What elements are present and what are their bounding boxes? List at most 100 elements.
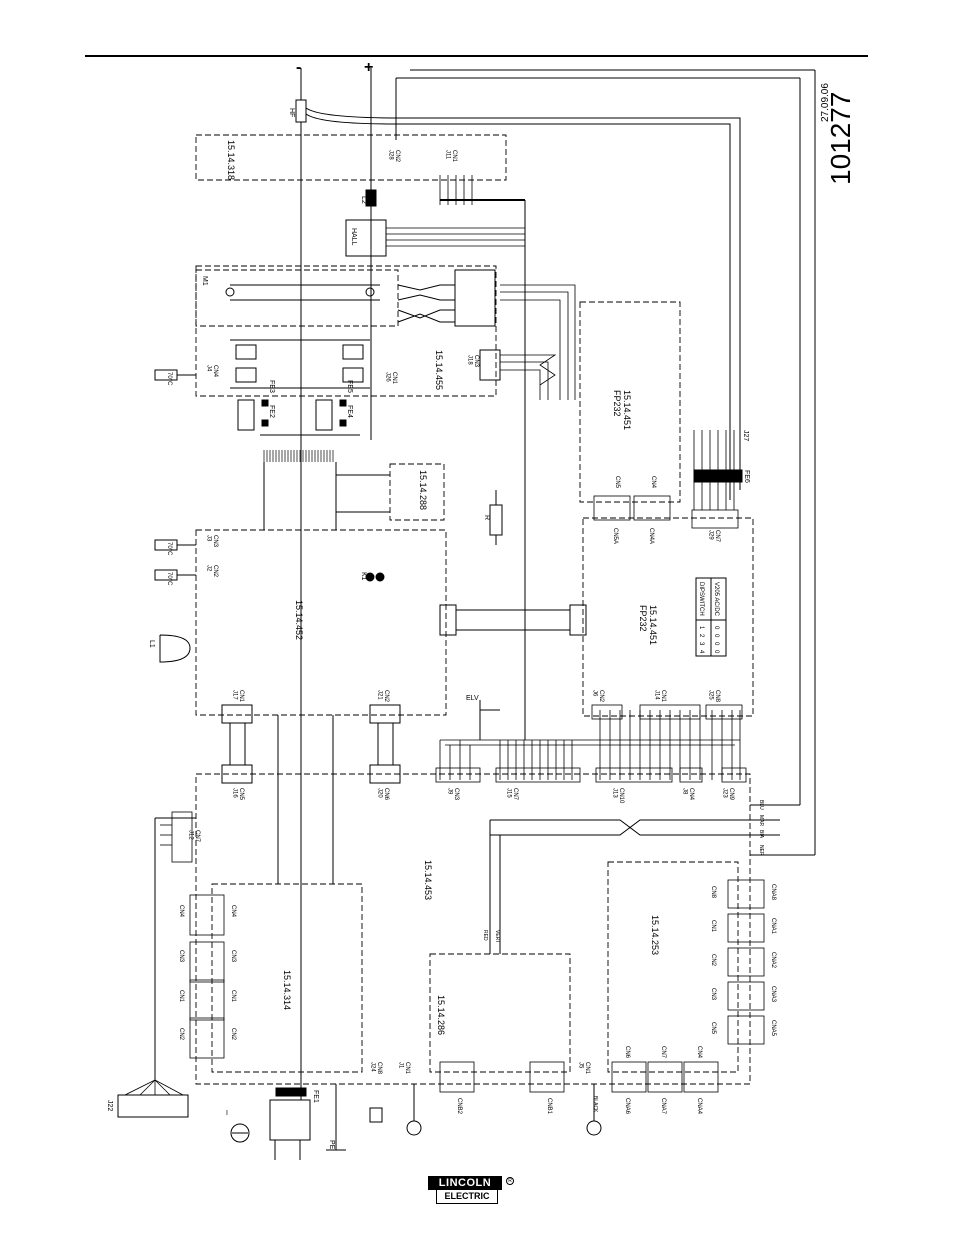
cna8-label: CNA8 [770, 884, 776, 901]
left-cn4-inner: CN4 [230, 905, 236, 918]
cn2-display-label: CN2 [710, 954, 716, 967]
left-cn1-inner: CN1 [230, 990, 236, 1003]
cn6-j20-label: CN6J20 [376, 788, 389, 801]
cn4-label: CN4 [650, 476, 656, 489]
cna5-label: CNA5 [770, 1020, 776, 1037]
k1-label: K1 [360, 572, 367, 581]
board-fp232-small: 15.14.451FP232 [612, 390, 632, 430]
left-cn3-outer: CN3 [178, 950, 184, 963]
m1-label: M1 [201, 276, 208, 286]
cn1-j11-label: CN1J11 [444, 150, 457, 163]
registered-mark-icon: R [506, 1177, 514, 1185]
board-15-14-452: 15.14.452 [294, 600, 304, 640]
switch-i-label: I [226, 1110, 228, 1117]
cna3-label: CNA3 [770, 986, 776, 1003]
left-cn2-outer: CN2 [178, 1028, 184, 1041]
left-cn2-inner: CN2 [230, 1028, 236, 1041]
cn3-j9-label: CN3J9 [446, 788, 459, 801]
cn10-j13-label: CN10J13 [611, 788, 624, 804]
dipswitch-col-4: 4 [698, 650, 704, 654]
cn3-j3-label: CN3J3 [205, 535, 218, 548]
cn1-j26-label: CN1J26 [384, 372, 397, 385]
wire-red-label: RED [482, 930, 488, 941]
left-cn4-outer: CN4 [178, 905, 184, 918]
pe-label: PE [328, 1140, 335, 1150]
drawing-date: 27.09.06 [820, 83, 831, 122]
fe4-label: FE4 [346, 405, 353, 418]
cn7-j15-label: CN7J15 [505, 788, 518, 801]
dipswitch-col-1: 1 [698, 626, 704, 630]
cn4a-label: CN4A [648, 528, 654, 544]
board-15-14-453: 15.14.453 [423, 860, 433, 900]
cn1-display-label: CN1 [710, 920, 716, 933]
dipswitch-val-1: 0 [713, 626, 719, 630]
drawing-number: 101277 [825, 92, 856, 185]
dipswitch-row-label: V205 AC/DC [713, 582, 719, 617]
cn5-display-label: CN5 [710, 1022, 716, 1035]
cna7-label: CNA7 [660, 1098, 666, 1115]
fe1-label: FE1 [312, 1090, 319, 1103]
cn4-j4-label: CN4J4 [205, 365, 218, 378]
cn3-j18-label: CN3J18 [466, 355, 479, 368]
positive-terminal-label: + [364, 59, 373, 76]
hall-label: HALL [350, 228, 357, 246]
dipswitch-val-2: 0 [713, 634, 719, 638]
cnb1-label: CNB1 [546, 1098, 552, 1115]
cn8-j25-label: CN8J25 [707, 690, 720, 703]
cn8-display-label: CN8 [710, 886, 716, 899]
fe3-label: FE3 [268, 380, 275, 393]
cn5-j16-label: CN5J16 [231, 788, 244, 801]
cn1-j1-label: CN1J1 [397, 1062, 410, 1075]
board-15-14-286: 15.14.286 [436, 995, 446, 1035]
j22-label: J22 [106, 1100, 113, 1111]
cn7-display-label: CN7 [660, 1046, 666, 1059]
wire-blu-label: BLU [758, 800, 764, 810]
cn4-display-label: CN4 [696, 1046, 702, 1059]
wire-vert-label: VERT [494, 930, 500, 943]
fe5-label: FE5 [346, 380, 353, 393]
cn6-display-label: CN6 [624, 1046, 630, 1059]
cn1-j14-label: CN1J14 [653, 690, 666, 703]
thermostat-3-label: 70°C [166, 572, 172, 586]
wire-black-label: BLACK [592, 1096, 598, 1113]
cn1-j17-label: CN1J17 [231, 690, 244, 703]
dipswitch-col-2: 2 [698, 634, 704, 638]
cnb2-label: CNB2 [456, 1098, 462, 1115]
board-15-14-318: 15.14.318 [226, 140, 236, 180]
board-fp232-main: 15.14.451FP232 [638, 605, 658, 645]
cna1-label: CNA1 [770, 918, 776, 935]
negative-terminal-label: - [296, 59, 301, 76]
cn9-j23-label: CN9J23 [721, 788, 734, 801]
j27-label: J27 [742, 430, 749, 441]
elv-label: ELV [466, 695, 479, 702]
cn5a-label: CN5A [612, 528, 618, 544]
lincoln-electric-logo: LINCOLN ELECTRIC R [428, 1176, 514, 1206]
logo-bottom-text: ELECTRIC [436, 1190, 498, 1204]
logo-top-text: LINCOLN [428, 1176, 502, 1190]
cna4-label: CNA4 [696, 1098, 702, 1115]
board-15-14-314: 15.14.314 [282, 970, 292, 1010]
cn7-j29-label: CN7J29 [707, 530, 720, 543]
cn5-label: CN5 [614, 476, 620, 489]
dipswitch-val-3: 0 [713, 642, 719, 646]
left-cn1-outer: CN1 [178, 990, 184, 1003]
cn7-j12-label: CN7J12 [187, 830, 200, 843]
cn1-j5-label: CN1J5 [577, 1062, 590, 1075]
cn2-j28-label: CN2J28 [387, 150, 400, 163]
cna6-label: CNA6 [624, 1098, 630, 1115]
fe2-label: FE2 [268, 405, 275, 418]
l2-label: L2 [360, 196, 367, 204]
hf-label: HF [288, 108, 295, 117]
dipswitch-val-4: 0 [713, 650, 719, 654]
cn3-display-label: CN3 [710, 988, 716, 1001]
wire-mar-label: MAR [758, 815, 764, 827]
r-label: R [483, 515, 490, 520]
board-15-14-288: 15.14.288 [418, 470, 428, 510]
dipswitch-col-3: 3 [698, 642, 704, 646]
cn4-j8-label: CN4J8 [681, 788, 694, 801]
board-15-14-455: 15.14.455 [434, 350, 444, 390]
wire-ner-label: NER [758, 845, 764, 856]
wire-bia-label: BIA [758, 830, 764, 839]
l1-label: L1 [148, 640, 155, 648]
